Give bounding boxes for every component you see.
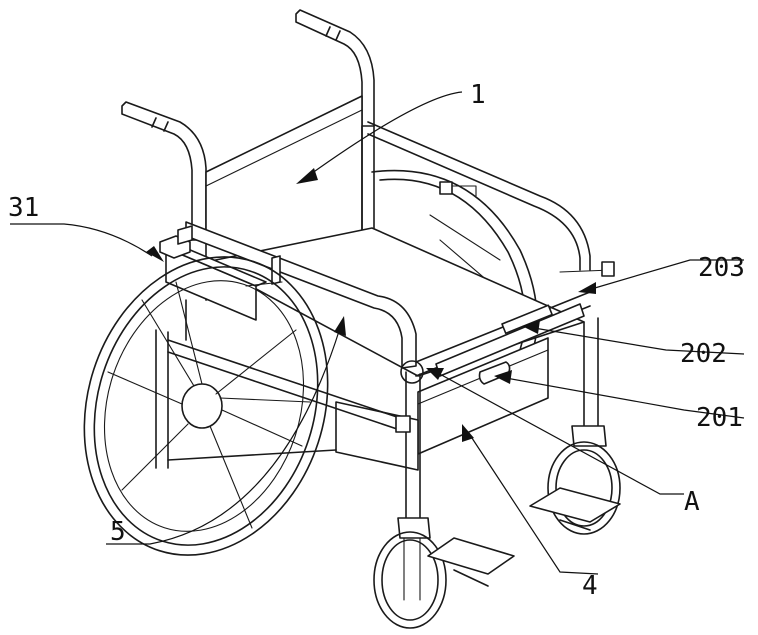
label-203: 203 [698,253,745,283]
lower-frame [155,299,599,521]
front-left-caster [373,517,515,629]
detail-circle-a [400,360,424,384]
label-a: A [684,487,700,517]
label-5: 5 [110,517,126,547]
label-4: 4 [582,571,598,601]
label-1: 1 [470,80,486,110]
label-31: 31 [8,193,39,223]
callout-labels: 1 31 203 202 201 A 4 5 [8,80,745,601]
armrest-clamp [159,225,283,321]
label-202: 202 [680,339,727,369]
front-right-caster [529,425,621,535]
leader-lines [10,91,745,575]
label-201: 201 [696,403,743,433]
